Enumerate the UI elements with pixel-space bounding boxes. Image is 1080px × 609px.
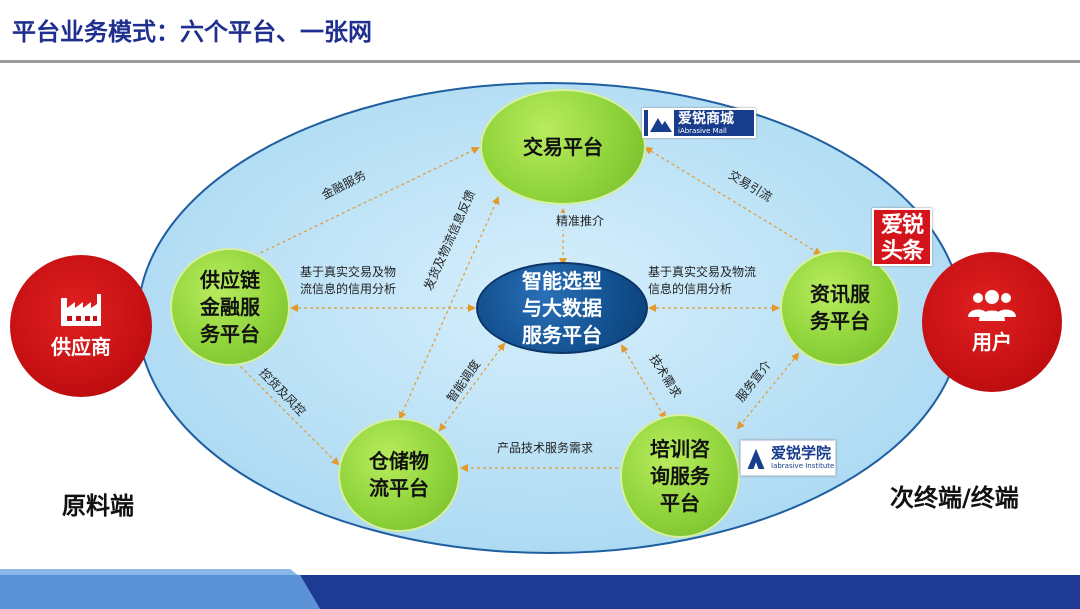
node-info-platform[interactable]: 资讯服 务平台 [780,250,900,366]
node-label: 培训咨 询服务 平台 [650,436,710,515]
node-bigdata-platform[interactable]: 智能选型 与大数据 服务平台 [476,262,648,354]
logo-iabrasive-institute: 爱锐学院 Iabrasive Institute [740,440,836,476]
node-trade-platform[interactable]: 交易平台 [480,89,646,205]
node-training-platform[interactable]: 培训咨 询服务 平台 [620,414,740,538]
label-product-service-demand: 产品技术服务需求 [497,441,594,455]
node-user[interactable]: 用户 [922,252,1062,392]
user-label: 用户 [972,330,1012,354]
node-label: 仓储物 流平台 [369,449,429,500]
mall-logo-en: iAbrasive Mall [678,126,727,135]
factory-icon [61,294,101,326]
institute-logo-cn: 爱锐学院 [771,444,832,462]
node-label: 资讯服 务平台 [810,282,870,333]
supplier-label: 供应商 [51,335,111,359]
edge-trade-info [644,146,822,256]
mall-logo-cn: 爱锐商城 [678,110,734,127]
node-label: 供应链 金融服 务平台 [200,267,260,346]
label-credit-left: 基于真实交易及物 流信息的信用分析 [300,265,397,296]
side-label-raw-material: 原料端 [62,492,134,520]
mountain-logo-icon [648,110,674,136]
peak-logo-icon [747,448,765,469]
footer-band [0,569,1080,609]
node-label: 智能选型 与大数据 服务平台 [522,268,602,347]
news-logo-text: 爱锐 头条 [880,213,924,264]
node-finance-platform[interactable]: 供应链 金融服 务平台 [170,248,290,366]
node-storage-platform[interactable]: 仓储物 流平台 [338,418,460,532]
edge-storage-trade [398,196,500,420]
title-divider [0,60,1080,63]
node-label: 交易平台 [523,134,603,159]
users-icon [968,290,1016,321]
edge-center-training [620,344,667,420]
edge-finance-storage [230,356,340,466]
label-credit-right: 基于真实交易及物流 信息的信用分析 [648,265,757,296]
page-title: 平台业务模式：六个平台、一张网 [12,18,372,46]
logo-iabrasive-mall: 爱锐商城 iAbrasive Mall [642,108,756,138]
side-label-terminal: 次终端/终端 [890,484,1019,512]
label-precise-push: 精准推介 [556,213,605,230]
edge-info-training [736,352,800,430]
node-supplier[interactable]: 供应商 [10,255,152,397]
edge-finance-trade [248,147,480,259]
logo-iabrasive-news: 爱锐 头条 [872,208,932,266]
institute-logo-en: Iabrasive Institute [771,462,835,470]
